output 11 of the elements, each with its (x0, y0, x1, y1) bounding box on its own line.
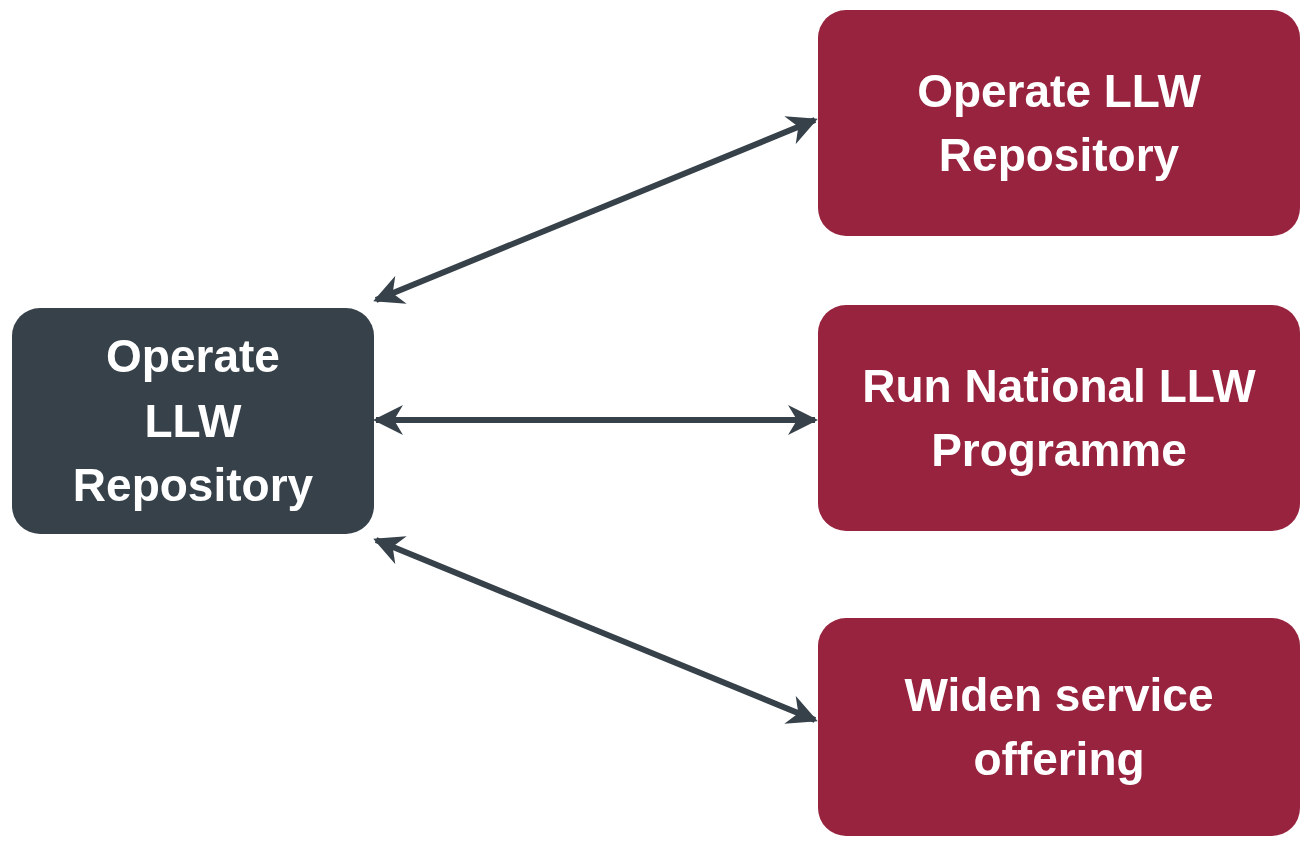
double-arrow (373, 116, 818, 304)
box-label: Operate LLW Repository (916, 63, 1202, 183)
process-box (818, 10, 1300, 236)
process-box (12, 308, 374, 534)
box-label: Run National LLW Programme (861, 358, 1257, 478)
double-arrow (373, 536, 818, 724)
box-label: Operate LLW Repository (71, 329, 315, 514)
double-arrow (373, 405, 818, 435)
process-box (818, 305, 1300, 531)
process-box (818, 618, 1300, 836)
box-label: Widen service offering (903, 667, 1215, 787)
